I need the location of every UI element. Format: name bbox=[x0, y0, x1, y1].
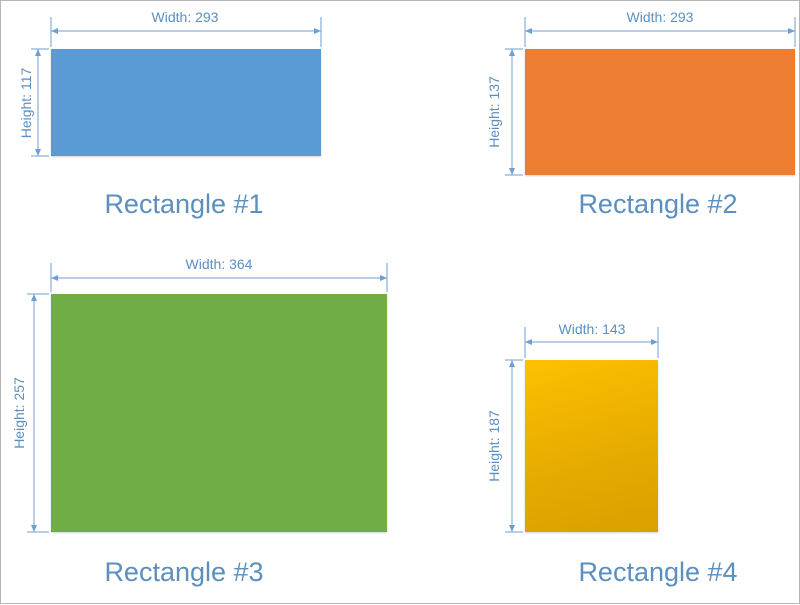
rectangle-3-caption: Rectangle #3 bbox=[104, 557, 264, 587]
rectangle-3-width-arrow-right bbox=[380, 275, 387, 281]
rectangle-1-height-label: Height: 117 bbox=[18, 67, 34, 139]
rectangle-2 bbox=[525, 49, 795, 175]
rectangle-4-width-label: Width: 143 bbox=[558, 321, 626, 337]
rectangle-2-width-arrow-left bbox=[525, 28, 532, 34]
rectangle-3-height-arrow-bottom bbox=[31, 525, 37, 532]
rectangle-1-caption: Rectangle #1 bbox=[104, 189, 264, 219]
rectangle-1-width-arrow-left bbox=[51, 28, 58, 34]
rectangle-3-height-arrow-top bbox=[31, 294, 37, 301]
rectangle-2-width-label: Width: 293 bbox=[626, 9, 694, 25]
rectangle-4-height-arrow-bottom bbox=[509, 525, 515, 532]
rectangle-1-height-arrow-bottom bbox=[35, 149, 41, 156]
rectangle-4-width-arrow-right bbox=[651, 339, 658, 345]
rectangle-4 bbox=[525, 360, 658, 532]
rectangle-3-width-label: Width: 364 bbox=[185, 256, 253, 272]
rectangle-2-width-arrow-right bbox=[788, 28, 795, 34]
rectangle-2-height-label: Height: 137 bbox=[486, 76, 502, 148]
rectangle-4-height-label: Height: 187 bbox=[486, 410, 502, 482]
rectangle-4-width-arrow-left bbox=[525, 339, 532, 345]
rectangle-2-height-arrow-top bbox=[509, 49, 515, 56]
rectangle-1-width-label: Width: 293 bbox=[151, 9, 219, 25]
rectangle-2-caption: Rectangle #2 bbox=[578, 189, 738, 219]
rectangle-1-width-arrow-right bbox=[314, 28, 321, 34]
rectangle-1-height-arrow-top bbox=[35, 49, 41, 56]
rectangle-2-height-arrow-bottom bbox=[509, 168, 515, 175]
rectangle-3-width-arrow-left bbox=[51, 275, 58, 281]
rectangle-3-height-label: Height: 257 bbox=[11, 377, 27, 449]
rectangle-4-caption: Rectangle #4 bbox=[578, 557, 738, 587]
rectangle-3 bbox=[51, 294, 387, 532]
rectangle-1 bbox=[51, 49, 321, 156]
rectangle-4-height-arrow-top bbox=[509, 360, 515, 367]
